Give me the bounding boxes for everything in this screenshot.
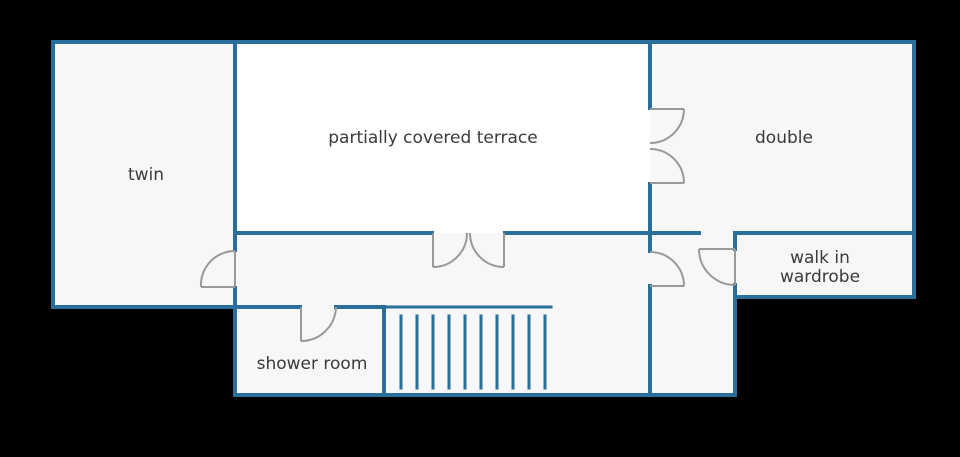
room-walk-in-wardrobe — [735, 233, 914, 297]
door-walk-in — [698, 248, 736, 286]
doors — [199, 108, 736, 342]
door-hallway-right — [649, 251, 685, 287]
label-walk-in-line2: wardrobe — [780, 267, 860, 287]
staircase — [382, 305, 553, 390]
door-double-top — [649, 108, 685, 144]
label-shower-room: shower room — [257, 354, 368, 374]
room-twin — [53, 42, 235, 307]
label-walk-in-line1: walk in — [790, 248, 850, 268]
label-terrace: partially covered terrace — [328, 128, 537, 148]
door-terrace-right — [469, 232, 505, 268]
door-terrace-left — [432, 232, 468, 268]
door-shower — [300, 306, 337, 342]
door-twin — [199, 249, 236, 288]
walls — [51, 40, 916, 397]
room-terrace — [235, 42, 650, 233]
label-double: double — [755, 128, 813, 148]
label-twin: twin — [128, 165, 164, 185]
door-double-bottom — [649, 148, 685, 184]
room-double — [650, 42, 914, 233]
